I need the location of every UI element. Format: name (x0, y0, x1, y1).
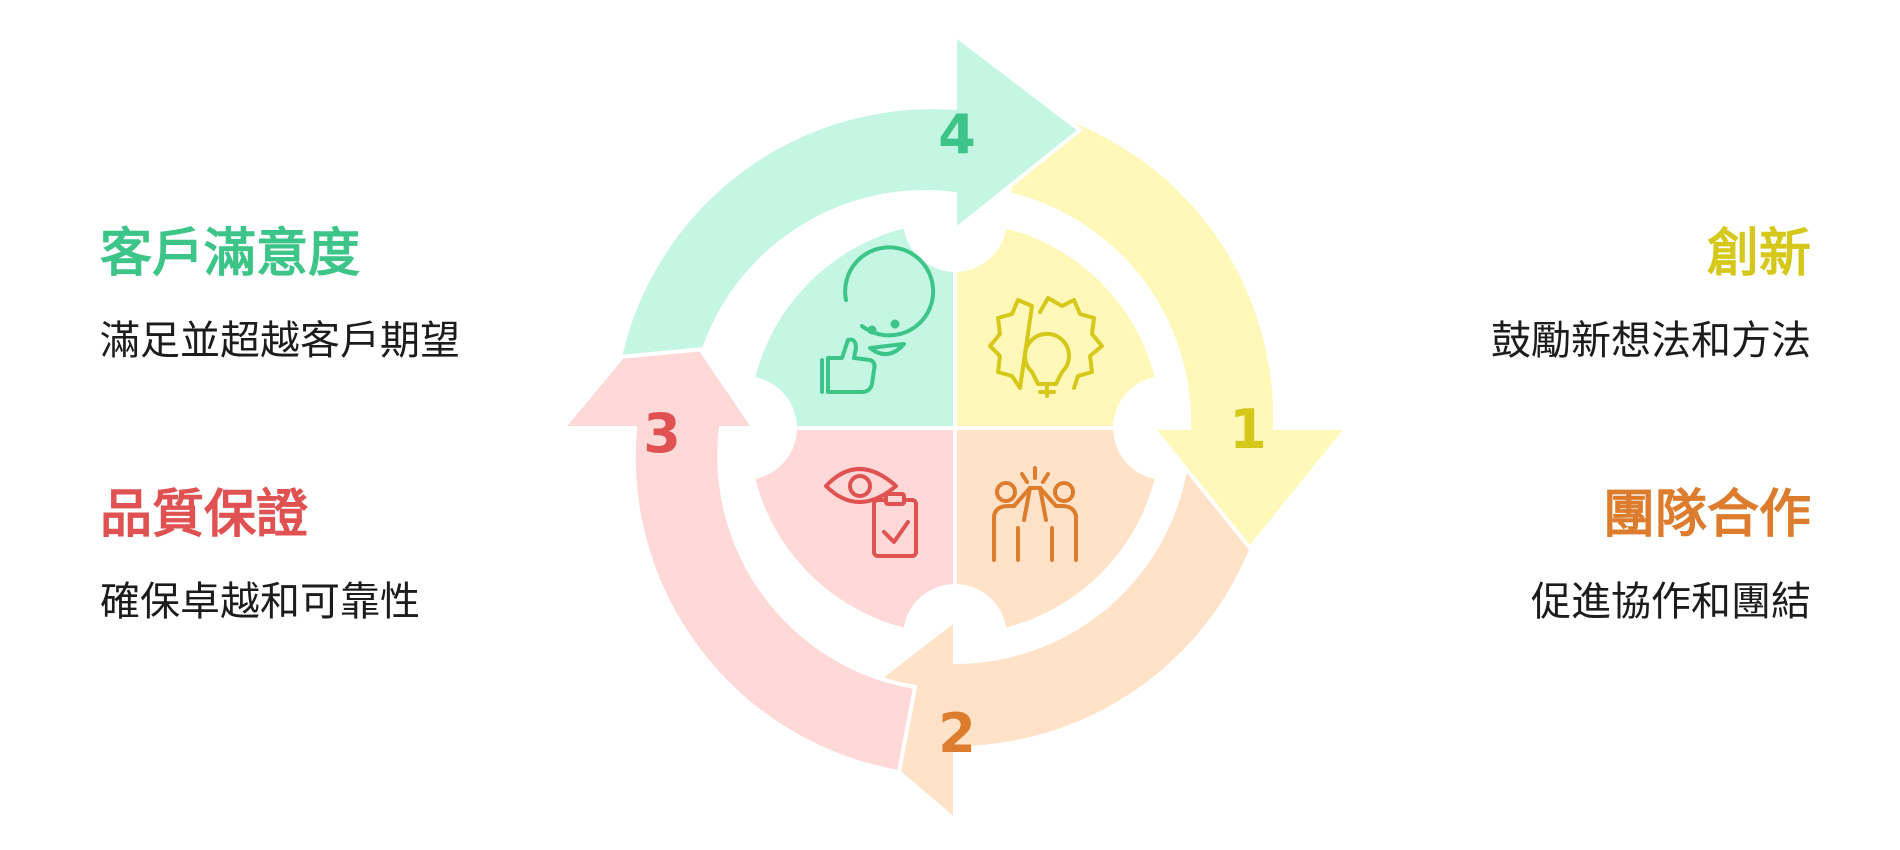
arrow-step-2 (828, 464, 1273, 825)
arrow-step-3 (558, 298, 918, 775)
quality-assurance-desc: 確保卓越和可靠性 (100, 579, 420, 626)
lightbulb-gear-icon (988, 296, 1104, 398)
step-number-1: 1 (1229, 398, 1267, 461)
arrow-step-1 (1005, 105, 1352, 552)
hub-quadrant-customer (749, 222, 955, 428)
teamwork-title: 團隊合作 (1602, 485, 1811, 545)
quality-assurance-title: 品質保證 (100, 485, 309, 545)
quality-assurance-block: 品質保證 確保卓越和可靠性 (100, 485, 420, 626)
innovation-block: 創新 鼓勵新想法和方法 (1491, 224, 1811, 365)
hub (749, 222, 1161, 634)
innovation-desc: 鼓勵新想法和方法 (1491, 318, 1811, 365)
arrow-step-4 (617, 30, 1084, 360)
innovation-title: 創新 (1706, 224, 1811, 284)
step-number-4: 4 (938, 103, 976, 166)
teamwork-block: 團隊合作 促進協作和團結 (1531, 485, 1811, 626)
customer-satisfaction-block: 客戶滿意度 滿足並超越客戶期望 (100, 224, 460, 365)
hub-quadrant-teamwork (955, 428, 1161, 634)
high-five-icon (992, 466, 1078, 562)
eye-checklist-icon (824, 467, 918, 558)
teamwork-desc: 促進協作和團結 (1531, 579, 1811, 626)
customer-satisfaction-title: 客戶滿意度 (100, 224, 361, 284)
step-number-3: 3 (643, 402, 681, 465)
step-number-2: 2 (938, 702, 976, 765)
hub-quadrant-quality (749, 428, 955, 634)
smiley-thumbs-up-icon (820, 245, 936, 394)
customer-satisfaction-desc: 滿足並超越客戶期望 (100, 318, 460, 365)
